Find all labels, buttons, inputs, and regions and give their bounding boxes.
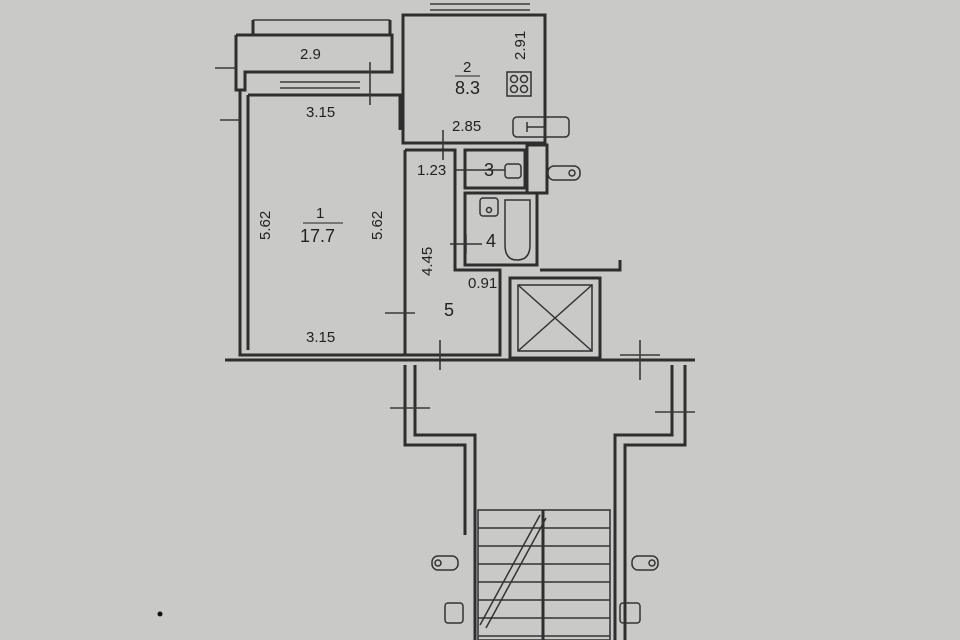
room1-area: 17.7 xyxy=(300,226,335,246)
corridor xyxy=(225,340,695,640)
stove-burner-icon xyxy=(519,74,529,84)
stove-icon xyxy=(506,71,532,97)
dim-hall-height: 4.45 xyxy=(419,247,436,276)
paper-speck xyxy=(157,611,163,617)
room-2 xyxy=(401,3,570,160)
room3-number: 3 xyxy=(484,160,494,180)
stair-radiator-icon xyxy=(444,602,464,624)
stove-burner-icon xyxy=(509,74,519,84)
valve-handle-icon xyxy=(568,169,576,177)
room2-area: 8.3 xyxy=(455,78,480,98)
room1-number: 1 xyxy=(316,205,324,222)
dim-kitchen-side: 2.91 xyxy=(512,31,529,60)
dim-kitchen-bottom: 2.85 xyxy=(452,118,481,135)
room-3 xyxy=(455,148,527,190)
dim-room1-bottom: 3.15 xyxy=(306,329,335,346)
toilet-bowl-icon xyxy=(504,163,522,179)
stair-direction-arrow xyxy=(485,517,547,629)
room1-wall-left-bottom xyxy=(238,90,405,357)
stove-burner-icon xyxy=(519,84,529,94)
dim-toilet-width: 1.23 xyxy=(417,162,446,179)
stair-direction-arrow xyxy=(479,514,541,626)
dim-room1-right: 5.62 xyxy=(369,211,386,240)
stair-radiator-icon xyxy=(631,555,659,571)
elevator-cabin xyxy=(517,284,593,352)
toilet-outline xyxy=(463,148,527,190)
corridor-left-inner-wall xyxy=(413,365,477,640)
balcony xyxy=(215,19,394,92)
stair-radiator-knob-icon xyxy=(648,559,656,567)
washbasin-drain-icon xyxy=(485,206,493,214)
kitchen-outline xyxy=(401,13,547,145)
washbasin-icon xyxy=(479,197,499,217)
dim-room1-left: 5.62 xyxy=(257,211,274,240)
elevator-shaft-outline xyxy=(508,276,602,360)
corridor-left-wall xyxy=(403,365,467,535)
stair-radiator-knob-icon xyxy=(434,559,442,567)
dim-room1-top: 3.15 xyxy=(306,104,335,121)
room-5 xyxy=(405,148,502,370)
elevator-cross-icon xyxy=(517,284,593,352)
hall-outline xyxy=(405,148,502,357)
room-4 xyxy=(450,191,539,267)
balcony-outline xyxy=(234,33,394,92)
stair-radiator-icon xyxy=(619,602,641,624)
staircase xyxy=(431,509,659,640)
elevator xyxy=(508,260,622,360)
corridor-right-inner-wall xyxy=(613,365,674,640)
room-1 xyxy=(220,62,415,357)
stair-radiator-icon xyxy=(431,555,459,571)
room2-number: 2 xyxy=(463,59,471,76)
bathtub-icon xyxy=(504,199,531,261)
sink-icon xyxy=(512,116,570,138)
valve-icon xyxy=(547,165,581,181)
dim-hall-width: 0.91 xyxy=(468,275,497,292)
corridor-right-wall xyxy=(623,365,687,640)
elevator-lobby-wall xyxy=(540,260,622,272)
bathroom-outline xyxy=(463,191,539,267)
room4-number: 4 xyxy=(486,231,496,251)
dim-balcony-width: 2.9 xyxy=(300,46,321,63)
stove-burner-icon xyxy=(509,84,519,94)
room5-number: 5 xyxy=(444,300,454,320)
